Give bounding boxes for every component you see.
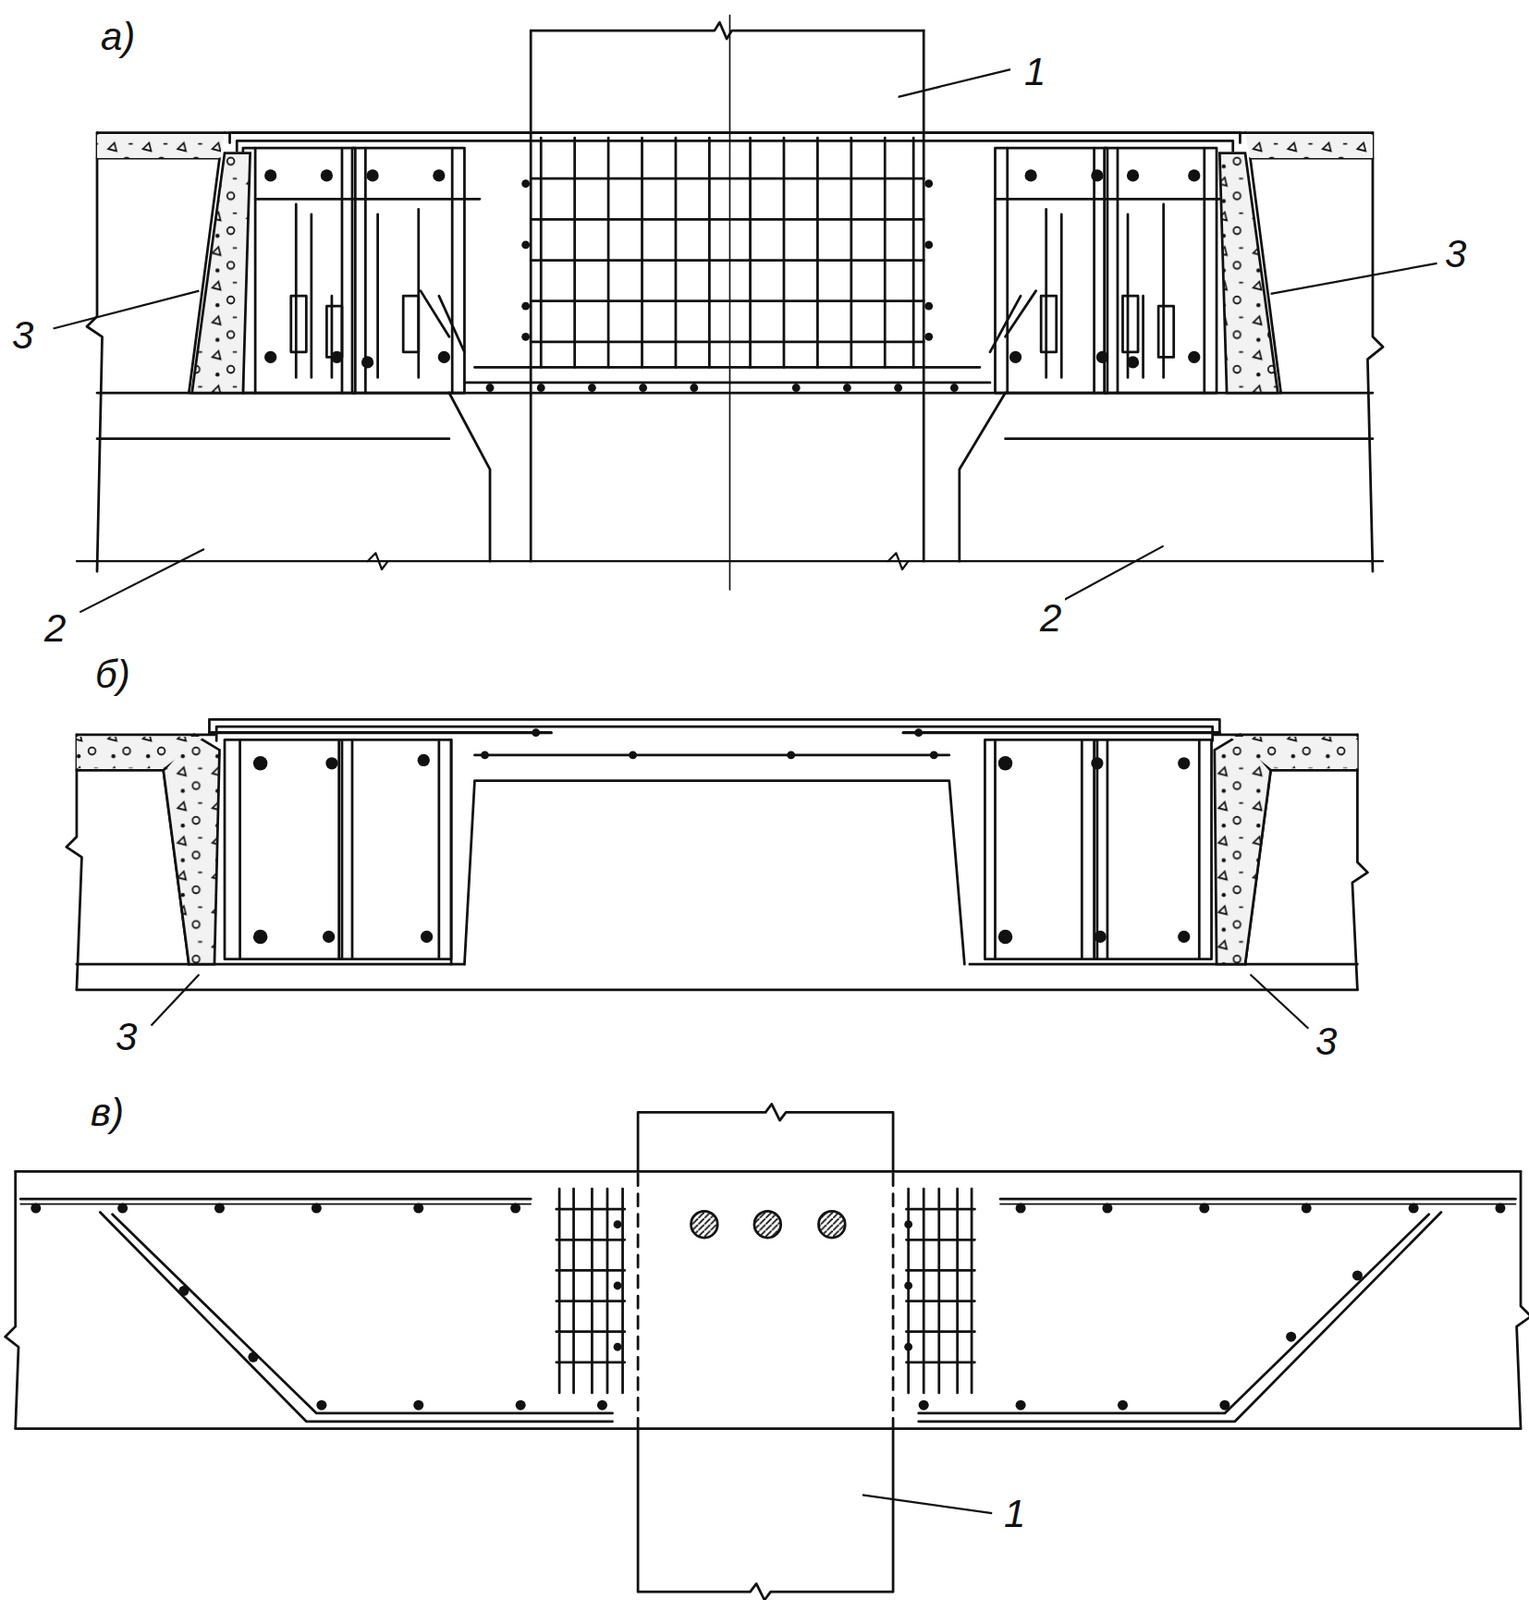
- callout-number: 3: [111, 1015, 141, 1059]
- callout-number: 1: [1000, 1492, 1029, 1536]
- figure-letter: б): [91, 653, 135, 697]
- callout-number: 2: [1036, 597, 1065, 640]
- callout-number: 2: [40, 607, 70, 650]
- callout-number: 1: [1020, 50, 1050, 94]
- callout-number: 3: [8, 314, 37, 357]
- figure-letter: а): [97, 15, 139, 59]
- callout-number: 3: [1441, 232, 1470, 276]
- callout-number: 3: [1311, 1020, 1341, 1064]
- figure-letter: в): [86, 1091, 128, 1135]
